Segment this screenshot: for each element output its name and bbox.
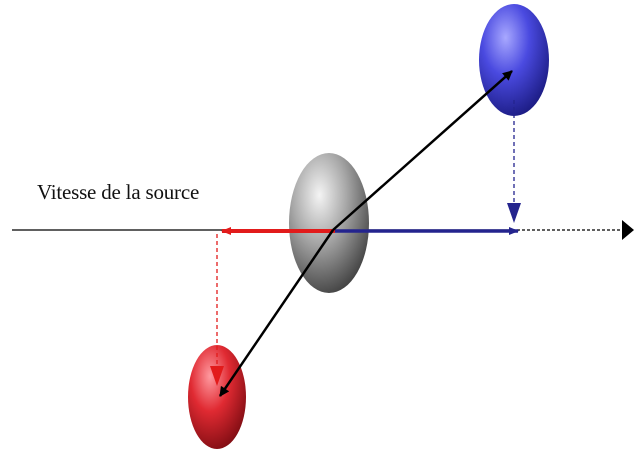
axis-arrowhead [622,220,634,240]
black-vector-to-blue [332,70,513,231]
axis-label: Vitesse de la source [37,180,200,204]
blue-sphere [479,4,549,116]
gray-sphere [289,153,369,293]
black-vector-to-red [218,229,335,397]
red-projection-arrowhead [210,366,224,386]
blue-projection-arrowhead [507,203,521,223]
red-sphere [188,345,246,449]
